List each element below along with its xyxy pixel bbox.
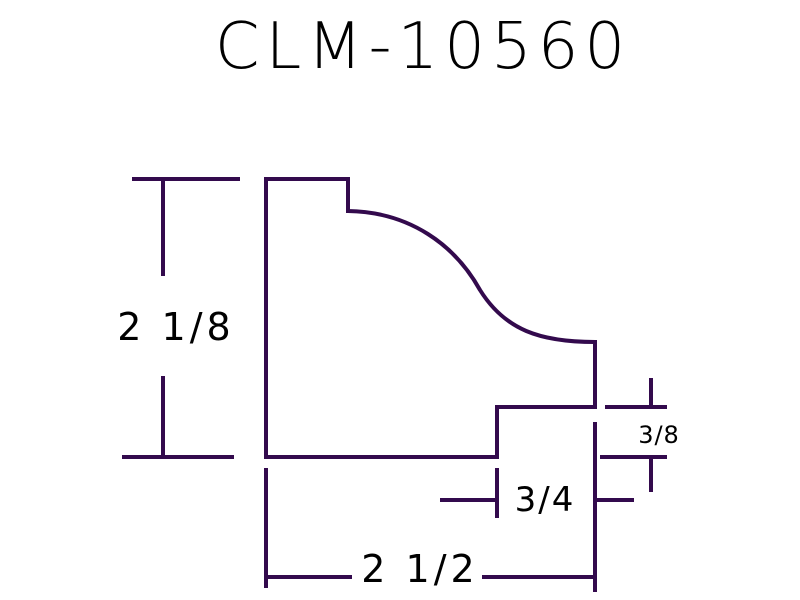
profile-shape	[264, 177, 597, 459]
part-number-title: CLM-10560	[215, 10, 631, 84]
height-dimension-label: 2 1/8	[117, 305, 234, 349]
step-width-dimension-label: 3/4	[515, 480, 576, 520]
width-dimension-label: 2 1/2	[361, 547, 478, 591]
dimension-lines	[122, 177, 667, 592]
step-height-dimension-label: 3/8	[638, 421, 680, 449]
profile-outline	[264, 177, 597, 459]
